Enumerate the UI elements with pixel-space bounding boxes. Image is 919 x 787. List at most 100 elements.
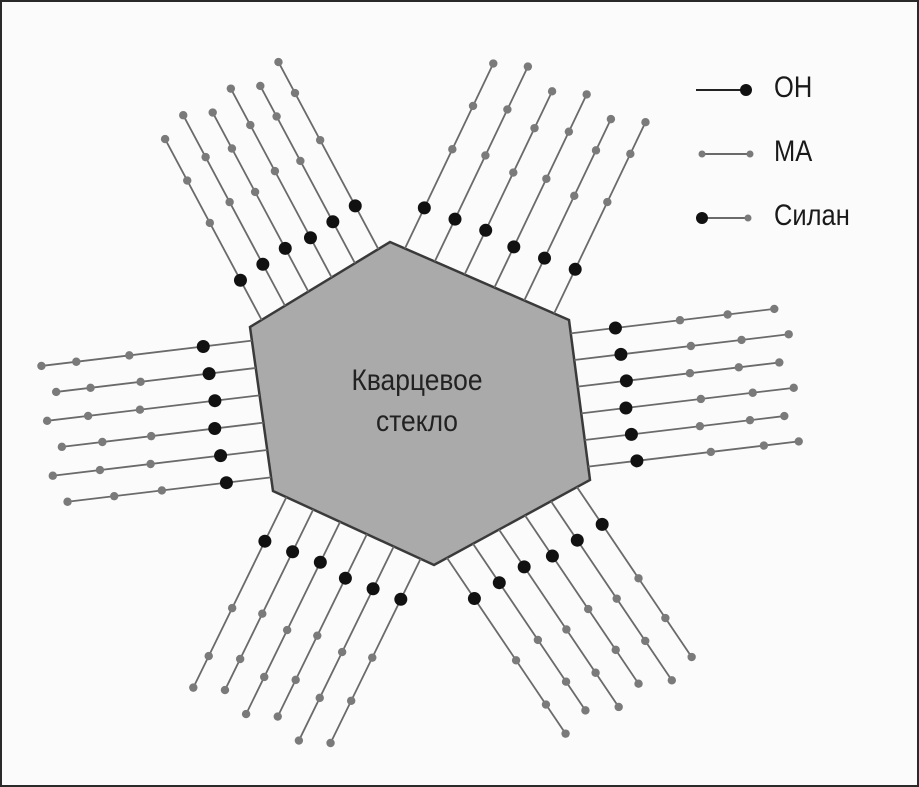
oh-dot bbox=[570, 533, 584, 547]
ma-dot bbox=[313, 631, 322, 640]
ma-dot bbox=[225, 197, 234, 207]
ma-dot bbox=[468, 101, 478, 111]
chain-line bbox=[574, 333, 789, 361]
ma-dot bbox=[780, 411, 789, 421]
legend-silane-label: Силан bbox=[774, 199, 850, 232]
oh-dot bbox=[624, 427, 638, 441]
oh-dot bbox=[258, 534, 272, 548]
legend: OH MA Силан bbox=[694, 66, 894, 246]
ma-dot bbox=[51, 387, 61, 397]
oh-dot bbox=[256, 257, 270, 271]
ma-dot bbox=[160, 134, 170, 144]
ma-dot bbox=[509, 168, 518, 177]
chain-line bbox=[524, 514, 640, 685]
ma-dot bbox=[533, 635, 543, 645]
legend-oh-label: OH bbox=[774, 71, 813, 104]
oh-dot bbox=[568, 262, 582, 276]
oh-dot bbox=[214, 449, 228, 463]
ma-dot bbox=[606, 114, 616, 124]
ma-dot bbox=[794, 437, 803, 446]
oh-dot bbox=[417, 201, 431, 215]
ma-dot bbox=[581, 706, 590, 715]
chain-line bbox=[523, 118, 612, 301]
ma-dot bbox=[685, 369, 695, 378]
oh-dot bbox=[286, 545, 300, 559]
legend-item-silane: Силан bbox=[694, 196, 894, 236]
ma-dot bbox=[110, 491, 119, 501]
ma-dot bbox=[48, 471, 57, 480]
ma-dot bbox=[789, 383, 798, 393]
ma-dot bbox=[641, 118, 650, 127]
ma-dot bbox=[95, 465, 105, 475]
chain-line bbox=[463, 90, 553, 275]
chain-line bbox=[584, 415, 785, 441]
ma-dot bbox=[603, 197, 612, 207]
oh-dot bbox=[630, 454, 644, 468]
ma-dot bbox=[737, 335, 746, 345]
chain-line bbox=[211, 112, 310, 293]
oh-dot bbox=[492, 576, 506, 590]
legend-item-ma: MA bbox=[694, 132, 894, 172]
chain-line bbox=[47, 394, 260, 422]
ma-dot bbox=[695, 421, 705, 431]
center-label-line-2: стекло bbox=[376, 405, 458, 438]
oh-dot bbox=[366, 582, 380, 596]
ma-dot bbox=[591, 146, 601, 155]
ma-dot bbox=[675, 316, 685, 325]
ma-dot bbox=[205, 218, 215, 228]
oh-dot bbox=[538, 251, 552, 265]
ma-dot bbox=[634, 679, 643, 688]
ma-dot bbox=[584, 604, 593, 614]
chain-line bbox=[245, 521, 341, 715]
ma-dot bbox=[183, 176, 192, 185]
ma-dot bbox=[503, 105, 512, 114]
ma-dot bbox=[562, 625, 571, 634]
chain-line bbox=[550, 500, 673, 681]
chain-line bbox=[61, 421, 264, 448]
legend-item-oh: OH bbox=[694, 68, 894, 108]
oh-dot bbox=[619, 401, 633, 415]
ma-dot bbox=[706, 447, 716, 457]
ma-dot bbox=[125, 351, 134, 360]
ma-dot bbox=[72, 357, 81, 366]
chain-line bbox=[329, 558, 422, 744]
ma-dot bbox=[748, 388, 757, 397]
ma-dot bbox=[42, 416, 52, 426]
ma-dot bbox=[227, 603, 237, 613]
ma-dot bbox=[511, 656, 521, 665]
ma-dot bbox=[346, 696, 356, 705]
oh-dot bbox=[507, 240, 521, 254]
chain-line bbox=[576, 486, 693, 658]
chain-line bbox=[433, 66, 529, 262]
ma-dot bbox=[626, 149, 635, 159]
chain-line bbox=[230, 88, 333, 278]
ma-dot bbox=[667, 676, 677, 685]
ma-dot bbox=[136, 377, 145, 387]
ma-dot bbox=[315, 135, 325, 145]
ma-dot bbox=[179, 111, 188, 120]
ma-dot bbox=[201, 152, 210, 162]
legend-silane-symbol bbox=[696, 212, 752, 224]
oh-dot bbox=[517, 560, 531, 574]
oh-dot bbox=[614, 347, 628, 361]
ma-dot bbox=[63, 497, 72, 506]
ma-dot bbox=[541, 700, 551, 709]
ma-dot bbox=[291, 675, 300, 685]
ma-dot bbox=[135, 405, 145, 414]
ma-dot bbox=[246, 120, 255, 130]
ma-dot bbox=[274, 57, 283, 67]
ma-dot bbox=[564, 127, 574, 136]
ma-dot bbox=[696, 394, 706, 404]
ma-dot bbox=[315, 693, 324, 703]
ma-dot bbox=[189, 683, 198, 692]
ma-dot bbox=[489, 59, 498, 68]
ma-dot bbox=[661, 613, 670, 623]
oh-dot bbox=[394, 592, 408, 606]
ma-dot bbox=[368, 653, 377, 662]
oh-dot bbox=[348, 199, 362, 213]
ma-dot bbox=[530, 123, 539, 133]
legend-ma-symbol bbox=[698, 150, 754, 158]
ma-dot bbox=[770, 304, 779, 314]
oh-dot bbox=[326, 215, 340, 229]
